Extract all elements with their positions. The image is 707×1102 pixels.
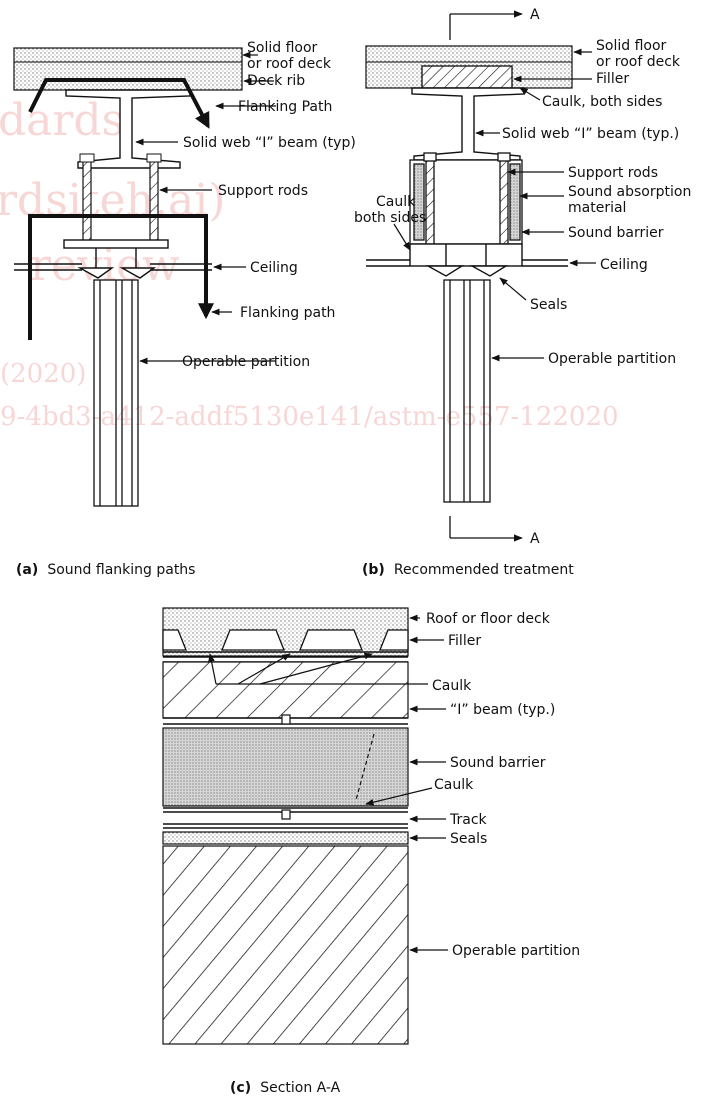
panel-b-label-support-rods: Support rods bbox=[568, 165, 658, 181]
panel-c-label-sound-barrier: Sound barrier bbox=[450, 755, 546, 771]
panel-a-label-support-rods: Support rods bbox=[218, 183, 308, 199]
panel-a-caption-letter: (a) bbox=[16, 562, 38, 578]
panel-c-label-caulk-bottom: Caulk bbox=[434, 777, 474, 793]
panel-b-floor-deck bbox=[365, 45, 573, 89]
panel-a-i-beam bbox=[65, 89, 191, 169]
watermark-line-2: rdsiteh.ai) bbox=[0, 175, 225, 226]
panel-c-sound-barrier bbox=[162, 727, 409, 807]
panel-b-label-roof-deck: or roof deck bbox=[596, 54, 681, 70]
panel-b-operable-partition bbox=[443, 279, 491, 503]
panel-b-sound-absorption-right bbox=[509, 163, 521, 241]
panel-c-track bbox=[163, 823, 408, 829]
panel-b-caption-letter: (b) bbox=[362, 562, 385, 578]
panel-a-sound-flanking-paths: Solid floor or roof deck Deck rib Flanki… bbox=[13, 40, 356, 578]
panel-b-section-label-top: A bbox=[530, 7, 540, 23]
panel-b-label-filler: Filler bbox=[596, 71, 629, 87]
panel-a-caption-text: Sound flanking paths bbox=[47, 562, 195, 578]
panel-b-label-sound-absorption-material: material bbox=[568, 200, 626, 216]
panel-c-label-operable-partition: Operable partition bbox=[452, 943, 580, 959]
panel-b-support-rod-right bbox=[499, 159, 509, 245]
panel-c-i-beam bbox=[162, 661, 409, 719]
panel-c-bolt-bottom bbox=[281, 809, 291, 820]
panel-b-leaders bbox=[393, 48, 596, 362]
panel-b-label-caulk-left: Caulk bbox=[376, 194, 416, 210]
panel-a-floor-deck bbox=[13, 47, 243, 91]
panel-a-label-roof-deck: or roof deck bbox=[247, 56, 332, 72]
panel-a-label-solid-floor: Solid floor bbox=[247, 40, 318, 56]
panel-c-label-track: Track bbox=[449, 812, 488, 828]
panel-b-i-beam bbox=[411, 87, 525, 161]
panel-b-recommended-treatment: A bbox=[354, 7, 691, 578]
panel-b-support-rod-left bbox=[425, 159, 435, 245]
panel-a-operable-partition bbox=[93, 279, 139, 507]
panel-b-enclosure bbox=[409, 152, 523, 245]
panel-c-caption: (c) Section A-A bbox=[230, 1077, 341, 1096]
panel-c-seals bbox=[162, 831, 409, 845]
panel-b-label-ceiling: Ceiling bbox=[600, 257, 648, 273]
panel-b-section-marker-bottom bbox=[449, 516, 523, 542]
panel-c-bolt-top bbox=[281, 714, 291, 725]
panel-a-leaders bbox=[135, 51, 276, 365]
panel-a-label-deck-rib: Deck rib bbox=[247, 73, 305, 89]
panel-b-label-sound-barrier: Sound barrier bbox=[568, 225, 664, 241]
panel-b-filler bbox=[421, 65, 513, 89]
panel-a-label-ceiling: Ceiling bbox=[250, 260, 298, 276]
panel-b-label-i-beam: Solid web “I” beam (typ.) bbox=[502, 126, 679, 142]
panel-b-section-marker-top bbox=[449, 10, 523, 40]
panel-a-label-flanking-path-top: Flanking Path bbox=[238, 99, 332, 115]
panel-a-ceiling-track bbox=[14, 239, 212, 279]
panel-c-label-caulk-top: Caulk bbox=[432, 678, 472, 694]
panel-a-label-flanking-path-bottom: Flanking path bbox=[240, 305, 335, 321]
watermark-line-4: (2020) bbox=[0, 359, 86, 389]
panel-b-section-label-bottom: A bbox=[530, 531, 540, 547]
watermark: dards rdsiteh.ai) review (2020) 9-4bd3-a… bbox=[0, 95, 619, 432]
panel-b-label-sound-absorption: Sound absorption bbox=[568, 184, 691, 200]
panel-a-caption: (a) Sound flanking paths bbox=[16, 559, 195, 578]
watermark-line-5: 9-4bd3-a412-addf5130e141/astm-e557-12202… bbox=[0, 402, 619, 432]
panel-c-roof-deck bbox=[162, 607, 409, 657]
panel-c-label-roof-deck: Roof or floor deck bbox=[426, 611, 551, 627]
panel-b-sound-absorption-left bbox=[413, 163, 425, 241]
panel-b-label-caulk-left-both-sides: both sides bbox=[354, 210, 426, 226]
panel-b-caption-text: Recommended treatment bbox=[394, 562, 574, 578]
panel-b-ceiling-track bbox=[366, 243, 568, 277]
panel-c-operable-partition bbox=[162, 845, 409, 1045]
panel-c-deck-ribs bbox=[162, 629, 409, 651]
panel-c-caption-letter: (c) bbox=[230, 1080, 251, 1096]
panel-c-section-a-a: Roof or floor deck Filler Caulk “I” beam… bbox=[162, 607, 580, 1096]
panel-b-caption: (b) Recommended treatment bbox=[362, 559, 574, 578]
panel-a-label-i-beam: Solid web “I” beam (typ) bbox=[183, 135, 356, 151]
panel-b-label-caulk-both-sides: Caulk, both sides bbox=[542, 94, 662, 110]
panel-b-label-seals: Seals bbox=[530, 297, 567, 313]
panel-c-label-filler: Filler bbox=[448, 633, 481, 649]
panel-c-label-seals: Seals bbox=[450, 831, 487, 847]
panel-c-caption-text: Section A-A bbox=[260, 1080, 340, 1096]
watermark-line-1: dards bbox=[0, 95, 124, 146]
panel-c-label-i-beam: “I” beam (typ.) bbox=[450, 702, 555, 718]
panel-b-label-operable-partition: Operable partition bbox=[548, 351, 676, 367]
panel-a-flanking-path-lines bbox=[28, 78, 214, 340]
panel-a-label-operable-partition: Operable partition bbox=[182, 354, 310, 370]
panel-c-leaders bbox=[208, 614, 448, 954]
panel-b-label-solid-floor: Solid floor bbox=[596, 38, 667, 54]
